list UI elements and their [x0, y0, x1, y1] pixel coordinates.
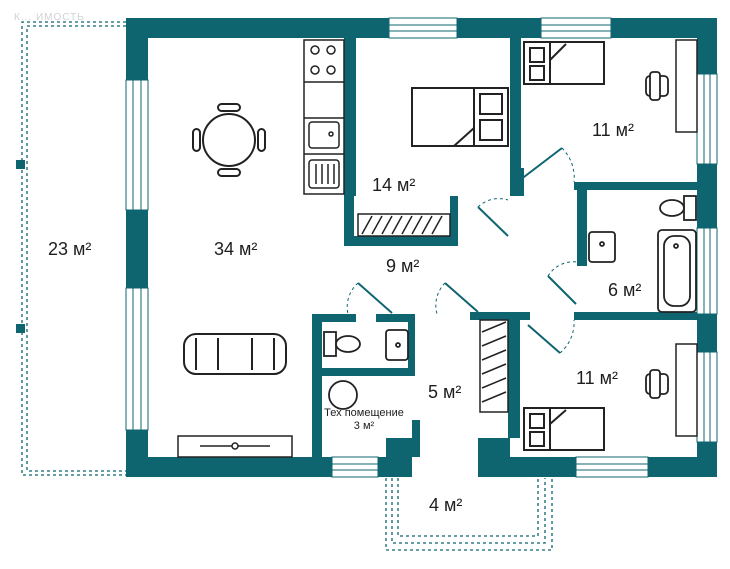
tech-room-label: Тех помещение 3 м²	[322, 407, 406, 433]
area-porch: 4 м²	[429, 495, 463, 515]
tv-stand	[177, 435, 293, 458]
bathtub	[657, 229, 697, 313]
area-hall: 9 м²	[386, 256, 420, 276]
toilet-bath	[659, 195, 697, 221]
toilet-wc	[323, 331, 361, 357]
area-terrace: 23 м²	[48, 239, 92, 259]
door-arcs	[346, 147, 578, 354]
double-bed	[411, 87, 509, 147]
single-bed-bottom	[523, 407, 605, 451]
area-living-kitchen: 34 м²	[214, 239, 258, 259]
terrace-outline	[21, 21, 126, 476]
area-corridor: 5 м²	[428, 382, 462, 402]
sofa	[183, 333, 287, 375]
tech-room-area: 3 м²	[353, 420, 375, 432]
chair-top	[645, 71, 669, 101]
desk-bottom	[675, 343, 698, 437]
dining-table	[192, 103, 266, 177]
wardrobe-bedroom	[357, 213, 451, 237]
area-bedroom-top-right: 11 м²	[592, 120, 635, 140]
chair-bottom	[645, 369, 669, 399]
interior-walls	[312, 38, 697, 457]
window-lines	[132, 24, 711, 471]
terrace-post	[16, 160, 25, 169]
sink-bath	[588, 231, 616, 263]
windows	[125, 17, 718, 478]
wardrobe-corridor	[479, 319, 509, 413]
area-bathroom: 6 м²	[608, 280, 642, 300]
sink-wc	[385, 329, 409, 361]
watermark: К... ИМОСТЬ	[14, 12, 85, 23]
area-bedroom-bottom-right: 11 м²	[576, 368, 619, 388]
single-bed-top	[523, 41, 605, 85]
terrace-post	[16, 324, 25, 333]
porch-outline	[385, 478, 553, 551]
kitchen-counter	[303, 39, 345, 195]
boiler	[328, 380, 358, 410]
desk-top	[675, 39, 698, 133]
tech-room-name: Тех помещение	[324, 407, 404, 419]
area-bedroom-center: 14 м²	[372, 175, 416, 195]
door-swings	[357, 147, 577, 354]
